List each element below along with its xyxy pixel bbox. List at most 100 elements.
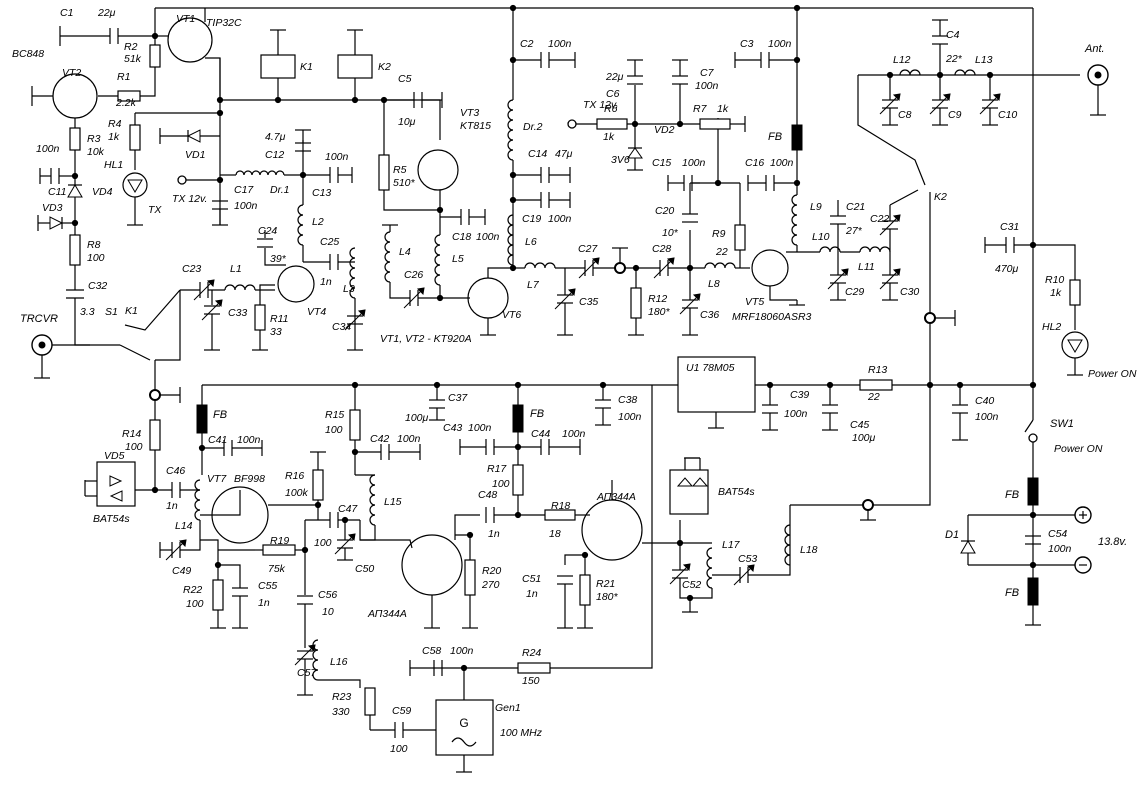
label-c16v: 100n [770,157,794,169]
label-v138: 13.8v. [1098,536,1127,548]
label-c21: C21 [846,201,865,213]
label-c17v: 100n [234,200,258,212]
label-c36: C36 [700,309,719,321]
trimmer-arrow-head [666,257,675,266]
resistor [117,90,141,102]
label-r17v: 100 [492,478,510,490]
label-trcvr: TRCVR [20,313,58,325]
diode-icon [49,216,64,230]
zener-icon [627,147,643,159]
trimmer-arrow-head [178,539,187,548]
label-c6: C6 [606,88,620,100]
label-k2: K2 [378,61,391,73]
device-outline [417,149,459,191]
label-c3v: 100n [768,38,792,50]
label-c48v: 1n [488,528,500,540]
label-vd1: VD1 [185,149,205,161]
resistor [262,544,296,556]
label-c2v: 100n [548,38,572,50]
label-l13: L13 [975,54,993,66]
label-c6v: 22μ [605,71,624,83]
test-point-icon [149,389,161,401]
label-r3v: 10k [87,146,105,158]
wire [200,490,241,516]
label-tx12b: TX 12v. [583,99,618,111]
inductor [235,170,285,176]
label-c14v: 47μ [555,148,573,160]
label-vtnote: VT1, VT2 - KT920A [380,333,472,345]
wire [119,344,151,361]
wire [264,248,286,266]
label-ap344ab: АП344А [596,491,636,503]
label-c25: C25 [320,236,339,248]
label-k2b: K2 [934,191,947,203]
label-c59: C59 [392,705,411,717]
label-r19: R19 [270,535,289,547]
wire [642,520,681,544]
resistor [312,469,324,501]
label-r14: R14 [122,428,141,440]
label-gen1f: 100 MHz [500,727,543,739]
label-c12: C12 [265,149,284,161]
vd5-package [96,461,136,507]
label-r12v: 180* [648,306,671,318]
resistor [260,54,296,79]
terminal [177,175,187,185]
label-c25v: 1n [320,276,332,288]
label-c42v: 100n [397,433,421,445]
resistor [212,579,224,611]
label-l8: L8 [708,278,720,290]
label-c47: C47 [338,503,358,515]
label-c44v: 100n [562,428,586,440]
wire [1033,244,1076,280]
label-k1b: K1 [125,305,138,317]
diode-icon [960,540,976,554]
label-r10v: 1k [1050,287,1062,299]
label-l14: L14 [175,520,193,532]
label-c2: C2 [520,38,534,50]
label-c55v: 1n [258,597,270,609]
label-bc848: BC848 [12,48,44,60]
resistor [1069,279,1081,306]
label-sw1: SW1 [1050,418,1074,430]
resistor [364,687,376,716]
label-bat54s2: BAT54s [718,486,755,498]
label-c1v: 22μ [97,7,116,19]
device-outline [52,73,98,119]
label-r8v: 100 [87,252,105,264]
label-r23v: 330 [332,706,350,718]
label-c54: C54 [1048,528,1067,540]
label-r7v: 1k [717,103,729,115]
label-c15: C15 [652,157,671,169]
label-c3: C3 [740,38,754,50]
label-c11: C11 [48,186,66,198]
label-ap344aa: АП344А [367,608,407,620]
device-outline [122,172,148,198]
label-c47v: 100 [314,537,332,549]
label-u1: U1 78M05 [686,362,735,374]
inductor [507,99,514,161]
label-r24v: 150 [522,675,540,687]
label-r13v: 22 [867,391,880,403]
bat54s-package [669,469,709,515]
label-l6: L6 [525,236,537,248]
label-r16: R16 [285,470,304,482]
label-c13: C13 [312,187,331,199]
trimmer-arrow-head [942,93,951,102]
label-c57: C57 [297,667,317,679]
wire [205,57,221,100]
label-c54v: 100n [1048,543,1072,555]
label-c43v: 100n [468,422,492,434]
label-c56: C56 [318,589,337,601]
label-c16: C16 [745,157,764,169]
label-c31v: 470μ [995,263,1019,275]
label-s1: S1 [105,306,118,318]
resistor [579,574,591,606]
wire [857,75,926,186]
resistor [337,54,373,79]
label-d1: D1 [945,529,959,541]
label-c52: C52 [682,579,701,591]
label-r21: R21 [596,578,615,590]
label-vt6: VT6 [502,309,521,321]
label-r3: R3 [87,133,101,145]
